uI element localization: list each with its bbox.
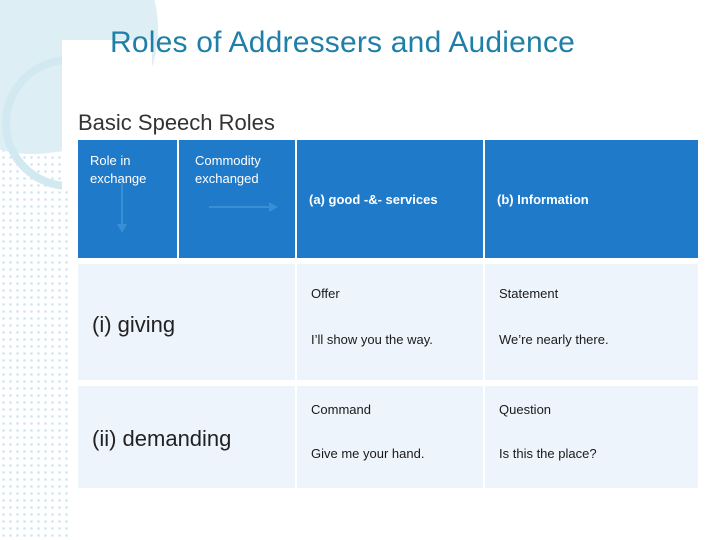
arrow-down-icon xyxy=(117,182,127,233)
row-demanding-a-example: Give me your hand. xyxy=(311,446,425,461)
header-column-b: (b) Information xyxy=(483,140,698,258)
row-giving-b-example: We’re nearly there. xyxy=(499,332,609,347)
row-demanding-column-a: Command Give me your hand. xyxy=(296,386,485,488)
slide-subtitle: Basic Speech Roles xyxy=(78,110,275,135)
row-giving-a-example: I’ll show you the way. xyxy=(311,332,433,347)
header-column-b-label: (b) Information xyxy=(497,192,589,207)
row-giving-role-label: (i) giving xyxy=(92,312,176,337)
row-giving-a-label: Offer xyxy=(311,286,340,301)
row-demanding-a-label: Command xyxy=(311,402,371,417)
arrow-right-icon xyxy=(209,202,278,212)
row-separator xyxy=(78,380,698,386)
row-demanding-role-label: (ii) demanding xyxy=(92,426,232,451)
row-demanding-role-cell: (ii) demanding xyxy=(78,386,297,488)
header-column-a-label: (a) good -&- services xyxy=(309,192,438,207)
row-giving-column-b: Statement We’re nearly there. xyxy=(484,264,698,380)
row-giving-column-a: Offer I’ll show you the way. xyxy=(296,264,485,380)
table-row: (i) giving Offer I’ll show you the way. … xyxy=(78,264,698,380)
row-demanding-b-label: Question xyxy=(499,402,552,417)
table-row: (ii) demanding Command Give me your hand… xyxy=(78,386,698,488)
row-separator xyxy=(78,258,698,264)
page-title: Roles of Addressers and Audience xyxy=(110,26,576,59)
header-column-a: (a) good -&- services xyxy=(295,140,484,258)
row-giving-b-label: Statement xyxy=(499,286,559,301)
row-demanding-b-example: Is this the place? xyxy=(499,446,597,461)
row-giving-role-cell: (i) giving xyxy=(78,264,297,380)
row-demanding-column-b: Question Is this the place? xyxy=(484,386,698,488)
